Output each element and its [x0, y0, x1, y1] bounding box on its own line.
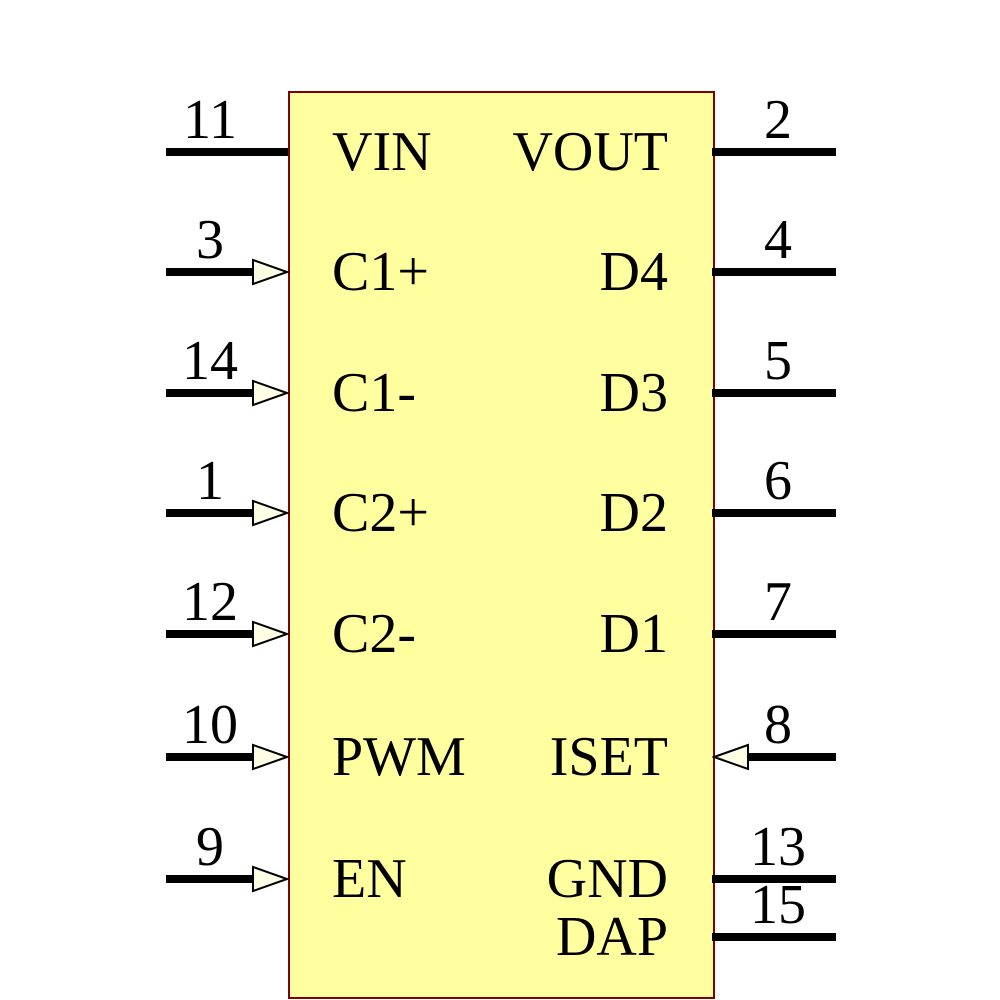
input-arrow-icon — [252, 258, 289, 286]
pin-label: VIN — [332, 121, 432, 183]
pin-label: DAP — [555, 906, 668, 968]
pin-number: 4 — [764, 209, 792, 271]
pin-number: 11 — [183, 89, 237, 151]
pin-wire — [712, 875, 836, 883]
ic-body — [288, 91, 715, 999]
pin-wire — [166, 630, 254, 638]
pin-label: VOUT — [512, 121, 668, 183]
pin-label: ISET — [549, 726, 668, 788]
pin-wire — [166, 509, 254, 517]
pin-wire — [712, 933, 836, 941]
pin-wire — [748, 753, 836, 761]
pin-label: D2 — [599, 482, 668, 544]
pin-wire — [166, 268, 254, 276]
pin-number: 15 — [750, 874, 806, 936]
pin-label: C1+ — [332, 241, 429, 303]
input-arrow-icon — [252, 865, 289, 893]
pin-wire — [712, 389, 836, 397]
pin-wire — [166, 875, 254, 883]
pin-number: 6 — [764, 450, 792, 512]
pin-number: 10 — [182, 694, 238, 756]
input-arrow-icon — [252, 743, 289, 771]
pin-number: 8 — [764, 694, 792, 756]
pin-number: 14 — [182, 330, 238, 392]
pin-wire — [712, 630, 836, 638]
pin-label: EN — [332, 848, 407, 910]
pin-label: C1- — [332, 362, 416, 424]
pin-number: 13 — [750, 816, 806, 878]
pin-label: C2- — [332, 603, 416, 665]
pin-wire — [712, 268, 836, 276]
pin-number: 2 — [764, 89, 792, 151]
pin-label: D3 — [599, 362, 668, 424]
input-arrow-icon — [712, 743, 749, 771]
pin-number: 9 — [196, 816, 224, 878]
input-arrow-icon — [252, 379, 289, 407]
pin-label: D4 — [599, 241, 668, 303]
pin-label: PWM — [332, 726, 466, 788]
input-arrow-icon — [252, 620, 289, 648]
pin-wire — [712, 509, 836, 517]
input-arrow-icon — [252, 499, 289, 527]
pin-number: 1 — [196, 450, 224, 512]
pin-number: 5 — [764, 330, 792, 392]
pin-wire — [166, 148, 288, 156]
pin-number: 12 — [182, 571, 238, 633]
pin-wire — [166, 753, 254, 761]
pin-number: 3 — [196, 209, 224, 271]
pin-label: D1 — [599, 603, 668, 665]
pin-number: 7 — [764, 571, 792, 633]
pin-label: GND — [546, 848, 668, 910]
pin-wire — [166, 389, 254, 397]
pin-label: C2+ — [332, 482, 429, 544]
pin-wire — [712, 148, 836, 156]
